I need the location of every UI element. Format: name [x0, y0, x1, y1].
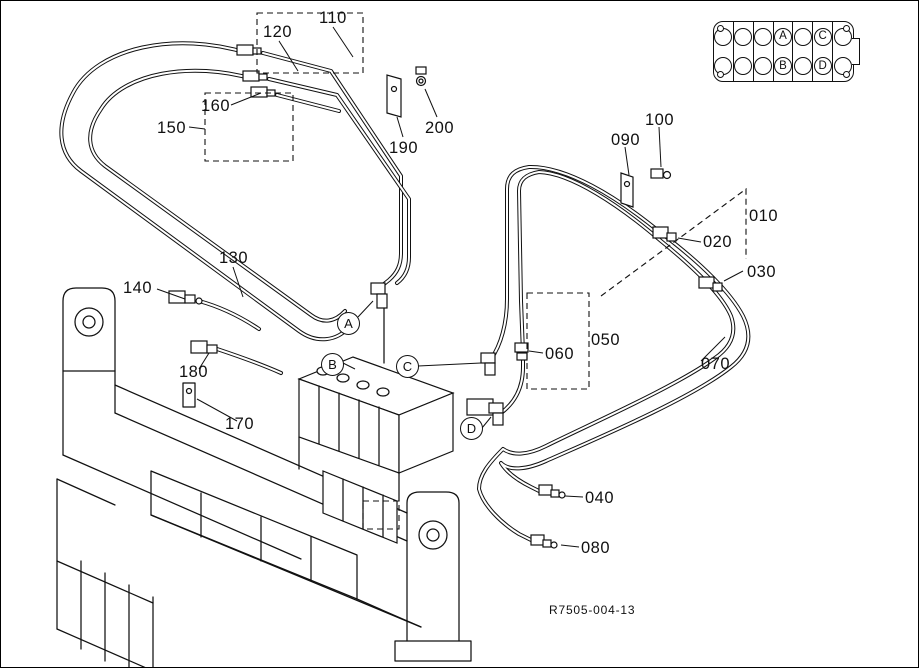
port-circle-a: A	[773, 27, 792, 46]
fitting-180	[190, 340, 208, 354]
part-label-120: 120	[263, 23, 293, 41]
connector-tab	[852, 38, 860, 65]
port-grid-letter-c: C	[818, 30, 827, 42]
pipe-clamp-090	[620, 172, 634, 208]
port-grid-letter-a: A	[779, 30, 787, 42]
mount-hole-icon	[843, 71, 850, 78]
part-label-070: 070	[701, 355, 731, 373]
part-label-180: 180	[179, 363, 209, 381]
drawing-code: R7505-004-13	[549, 603, 636, 617]
mount-hole-icon	[717, 25, 724, 32]
part-label-150: 150	[157, 119, 187, 137]
fitting-030	[698, 276, 715, 289]
part-label-160: 160	[201, 97, 231, 115]
fitting-060	[514, 342, 529, 353]
part-label-090: 090	[611, 131, 641, 149]
bolt-200	[415, 75, 427, 87]
port-grid: A C B D	[714, 22, 853, 81]
part-label-010: 010	[749, 207, 779, 225]
part-label-130: 130	[219, 249, 249, 267]
control-valve-block	[297, 356, 494, 544]
part-label-040: 040	[585, 489, 615, 507]
part-label-060: 060	[545, 345, 575, 363]
port-circle	[734, 57, 753, 76]
part-label-050: 050	[591, 331, 621, 349]
part-label-030: 030	[747, 263, 777, 281]
part-label-170: 170	[225, 415, 255, 433]
part-label-020: 020	[703, 233, 733, 251]
port-circle	[793, 57, 812, 76]
part-label-200: 200	[425, 119, 455, 137]
mount-hole-icon	[717, 71, 724, 78]
leader-lines	[156, 26, 744, 548]
port-circle	[793, 27, 812, 46]
port-circle	[754, 27, 773, 46]
mount-hole-icon	[843, 25, 850, 32]
port-circle-c: C	[813, 27, 832, 46]
fitting-020	[652, 226, 669, 239]
part-label-140: 140	[123, 279, 153, 297]
port-circle	[754, 57, 773, 76]
fitting-140	[168, 290, 186, 304]
port-circle-b: B	[773, 57, 792, 76]
port-letter-a: A	[337, 312, 360, 335]
machine-frame	[56, 287, 472, 667]
part-label-080: 080	[581, 539, 611, 557]
part-label-110: 110	[319, 9, 347, 27]
fittings	[168, 44, 723, 549]
fitting-100	[650, 168, 664, 179]
port-circle	[734, 27, 753, 46]
pipe-clamp-190	[386, 74, 402, 118]
port-circle-d: D	[813, 57, 832, 76]
port-letter-c: C	[396, 355, 419, 378]
port-grid-letter-d: D	[818, 59, 827, 72]
part-label-190: 190	[389, 139, 419, 157]
port-letter-b: B	[321, 353, 344, 376]
port-grid-letter-b: B	[779, 59, 787, 72]
valve-port-reference-block: A C B D	[713, 21, 860, 82]
port-letter-d: D	[460, 417, 483, 440]
callout-boxes	[204, 12, 747, 530]
part-label-100: 100	[645, 111, 675, 129]
fitting-080	[530, 534, 545, 546]
fitting-040	[538, 484, 553, 496]
